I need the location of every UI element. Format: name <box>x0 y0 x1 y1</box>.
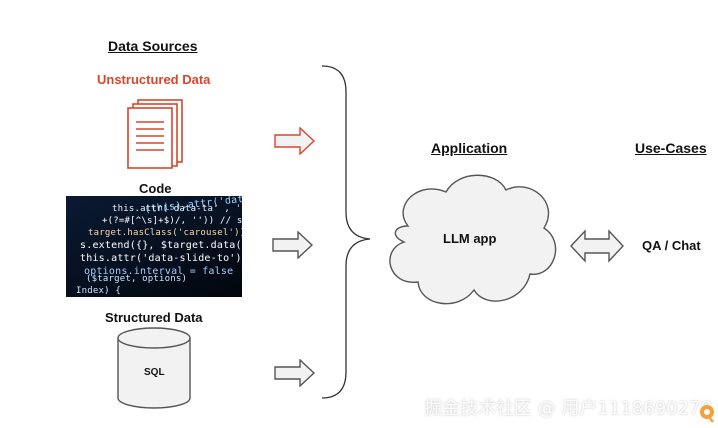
code-line: +(?=#[^\s]+$)/, '')) // st <box>102 216 242 226</box>
qa-chat-label: QA / Chat <box>642 238 701 253</box>
code-line: ($target, options) <box>86 274 188 284</box>
arrow-right-icon <box>272 231 314 259</box>
code-line: target.hasClass('carousel')) return <box>88 228 242 238</box>
code-label: Code <box>139 181 172 196</box>
code-line: this.attr('data-ta' , '')) // <box>112 204 242 214</box>
arrow-right-icon <box>274 127 316 155</box>
database-icon <box>117 327 191 409</box>
code-snippet-image: (this).attr('data-target') // st this.at… <box>66 196 242 297</box>
curly-brace-icon <box>321 65 371 399</box>
documents-icon <box>127 99 183 169</box>
watermark-logo-icon <box>700 405 714 423</box>
application-header: Application <box>431 140 508 156</box>
sql-label: SQL <box>144 367 165 378</box>
double-arrow-icon <box>570 229 624 263</box>
use-cases-header: Use-Cases <box>635 140 707 156</box>
structured-data-label: Structured Data <box>105 310 203 325</box>
arrow-right-icon <box>274 359 316 387</box>
code-line: s.extend({}, $target.data(), $d <box>80 240 242 251</box>
watermark-text: 掘金技术社区 @ 用户1118690278 <box>424 398 712 419</box>
data-sources-header: Data Sources <box>108 38 198 54</box>
cloud-icon <box>389 174 557 305</box>
code-line: options.interval = false <box>84 266 234 277</box>
code-line: Index) { <box>76 286 121 296</box>
llm-app-label: LLM app <box>443 231 497 246</box>
code-line: this.attr('data-slide-to') <box>80 253 242 264</box>
unstructured-data-label: Unstructured Data <box>97 72 211 87</box>
